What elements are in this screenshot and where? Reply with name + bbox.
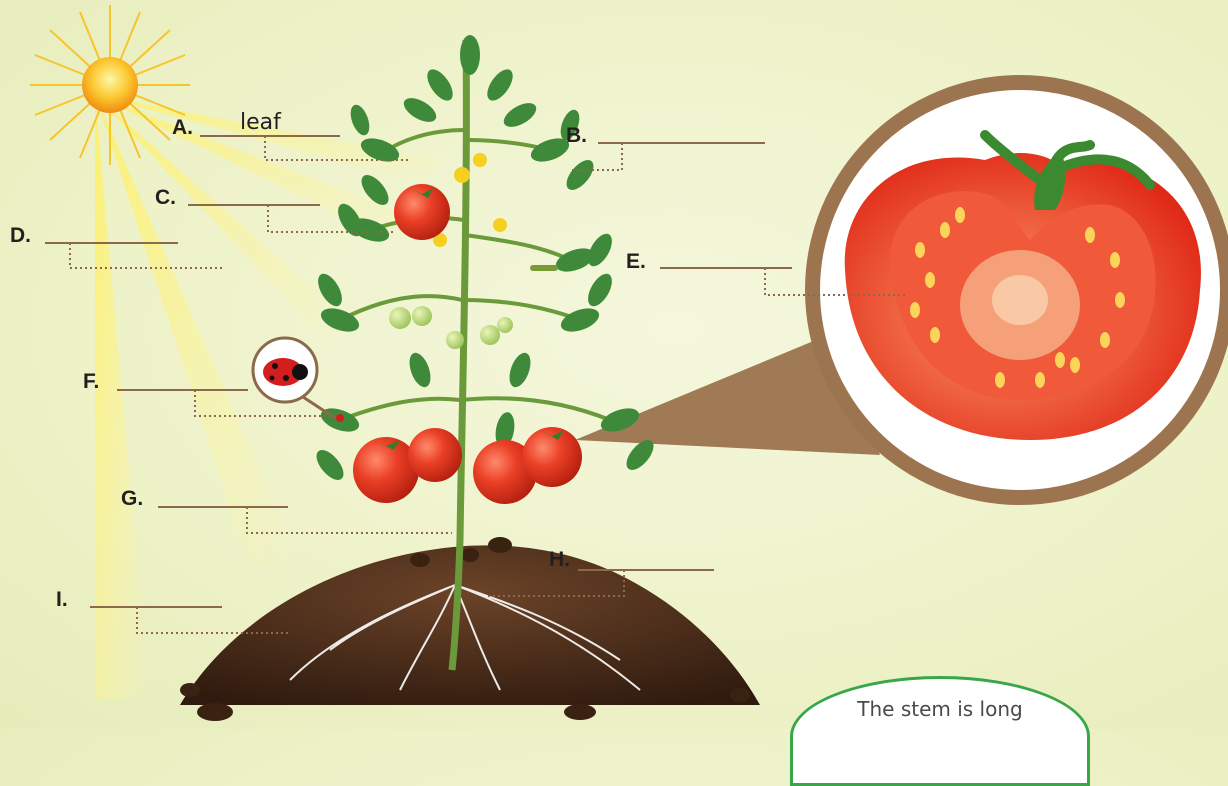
callout-text: The stem is long bbox=[793, 697, 1087, 721]
leaves bbox=[312, 35, 659, 485]
label-g-letter: G. bbox=[121, 487, 143, 511]
label-a-letter: A. bbox=[172, 116, 193, 140]
branches bbox=[340, 130, 610, 420]
caterpillar bbox=[530, 265, 558, 271]
green-tomatoes bbox=[389, 306, 513, 349]
label-e-letter: E. bbox=[626, 250, 646, 274]
label-b-letter: B. bbox=[566, 124, 587, 148]
label-i-letter: I. bbox=[56, 588, 68, 612]
label-f-letter: F. bbox=[83, 370, 99, 394]
tomato-plant-diagram bbox=[0, 0, 1228, 729]
speech-callout: The stem is long bbox=[790, 676, 1090, 786]
label-c-letter: C. bbox=[155, 186, 176, 210]
magnified-tomato-circle bbox=[805, 75, 1228, 505]
label-h-letter: H. bbox=[549, 548, 570, 572]
label-d-letter: D. bbox=[10, 224, 31, 248]
sun-icon bbox=[30, 5, 190, 165]
label-a-answer[interactable]: leaf bbox=[240, 110, 281, 135]
